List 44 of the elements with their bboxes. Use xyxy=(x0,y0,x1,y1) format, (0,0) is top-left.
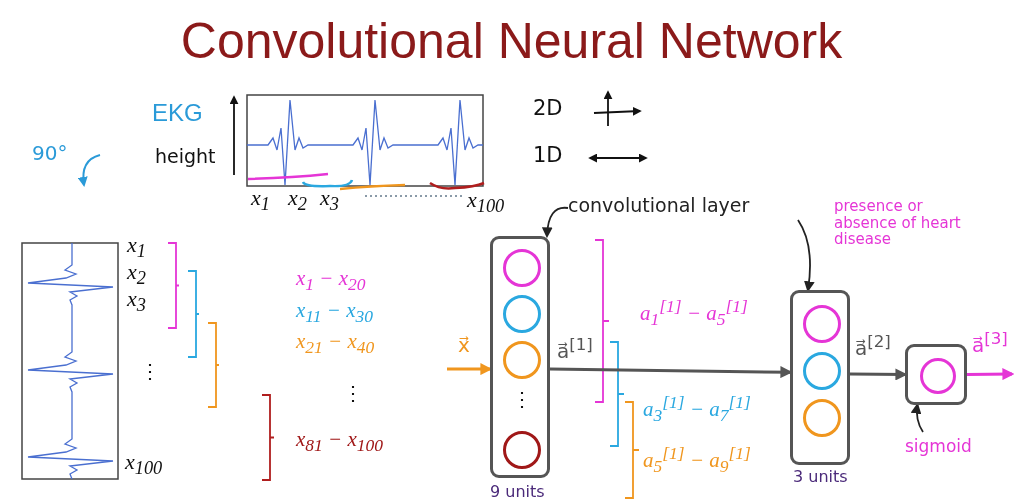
title: Convolutional Neural Network xyxy=(179,14,844,69)
neuron-circle xyxy=(503,341,541,379)
annotation-text: convolutional layer xyxy=(568,194,750,216)
variable-label: x$_{2}$ xyxy=(127,260,146,289)
range-label: x$_{1}$ − x$_{20}$ xyxy=(296,267,366,295)
range-label: x$_{81}$ − x$_{100}$ xyxy=(296,428,384,456)
neuron-circle xyxy=(920,358,956,394)
signal-label: EKG xyxy=(152,100,203,127)
layer-box xyxy=(905,344,967,405)
axis-label: height xyxy=(155,146,216,167)
variable-label: x$_{3}$ xyxy=(127,287,146,316)
dimension-label: 1D xyxy=(533,144,563,168)
neuron-circle xyxy=(503,249,541,287)
neuron-circle xyxy=(503,295,541,333)
ellipsis: ⋮ xyxy=(512,388,532,410)
variable-label: x$_{3}$ xyxy=(320,186,339,215)
arrow xyxy=(967,368,1015,381)
dimension-label: 2D xyxy=(533,97,563,121)
neuron-circle xyxy=(803,305,841,343)
annotation-text: sigmoid xyxy=(905,436,972,456)
range-label: x$_{11}$ − x$_{30}$ xyxy=(296,299,374,327)
arrow xyxy=(850,368,908,381)
leader-line xyxy=(797,219,815,293)
angle-label: 90° xyxy=(32,142,68,164)
annotation-text: presence or absence of heart disease xyxy=(834,198,962,248)
range-label: x$_{21}$ − x$_{40}$ xyxy=(296,330,375,358)
layer-box xyxy=(790,290,850,465)
ellipsis: ⋮ xyxy=(140,360,160,382)
leader-line xyxy=(542,206,569,239)
variable-label: x$_{2}$ xyxy=(288,186,307,215)
variable-label: x$_{100}$ xyxy=(125,450,163,479)
variable-label: x$_{1}$ xyxy=(127,233,146,262)
neuron-circle xyxy=(803,399,841,437)
variable-label: x$_{100}$ xyxy=(467,188,505,217)
unit-count-label: 9 units xyxy=(490,483,545,501)
neuron-circle xyxy=(803,352,841,390)
variable-label: x$_{1}$ xyxy=(251,186,270,215)
arrow xyxy=(549,366,793,379)
arrow xyxy=(447,363,493,376)
ellipsis: ⋮ xyxy=(343,382,363,404)
layer-box xyxy=(490,236,550,478)
neuron-circle xyxy=(503,431,541,469)
unit-count-label: 3 units xyxy=(793,468,848,486)
leader-line xyxy=(910,402,924,433)
